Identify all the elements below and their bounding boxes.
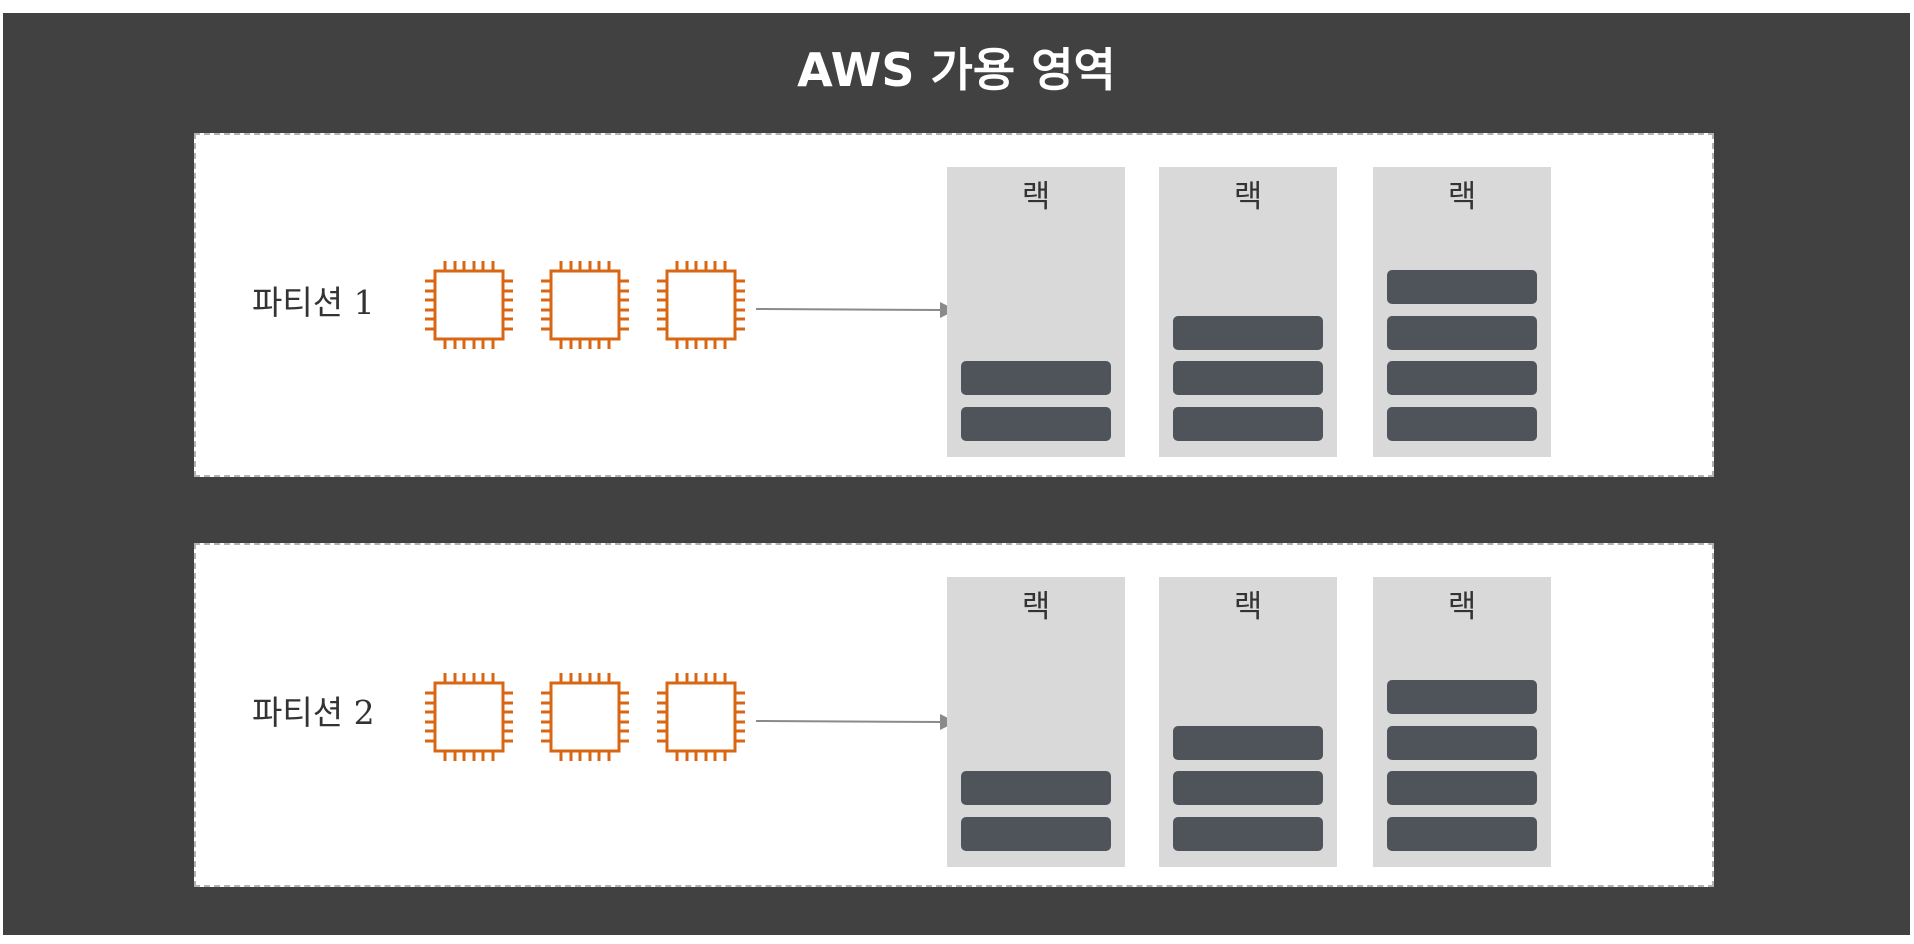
chip-icon [421, 257, 517, 353]
partition-2: 파티션 2 랙 랙 랙 [194, 543, 1714, 887]
partition-1: 파티션 1 랙 랙 랙 [194, 133, 1714, 477]
chip-icon [653, 669, 749, 765]
server-unit [1173, 361, 1323, 395]
rack: 랙 [1373, 577, 1551, 867]
chip-icon [653, 257, 749, 353]
arrow-connector [756, 299, 956, 319]
server-unit [1173, 726, 1323, 760]
zone-title: AWS 가용 영역 [797, 43, 1116, 97]
rack-label: 랙 [1233, 589, 1263, 625]
availability-zone: AWS 가용 영역 파티션 1 랙 랙 [3, 13, 1910, 935]
rack: 랙 [947, 167, 1125, 457]
server-unit [1387, 407, 1537, 441]
server-unit [1387, 270, 1537, 304]
server-unit [1387, 680, 1537, 714]
rack: 랙 [1373, 167, 1551, 457]
partition-label: 파티션 2 [252, 693, 375, 732]
server-unit [1173, 817, 1323, 851]
server-unit [1387, 817, 1537, 851]
server-unit [961, 817, 1111, 851]
server-unit [961, 771, 1111, 805]
rack-label: 랙 [1233, 179, 1263, 215]
rack-label: 랙 [1447, 179, 1477, 215]
server-unit [1387, 726, 1537, 760]
arrow-connector [756, 711, 956, 731]
server-unit [1387, 771, 1537, 805]
chip-icon [537, 669, 633, 765]
rack-label: 랙 [1021, 179, 1051, 215]
server-unit [1387, 316, 1537, 350]
server-unit [1387, 361, 1537, 395]
rack: 랙 [947, 577, 1125, 867]
rack: 랙 [1159, 167, 1337, 457]
server-unit [961, 407, 1111, 441]
partition-label: 파티션 1 [252, 283, 375, 322]
server-unit [1173, 771, 1323, 805]
server-unit [1173, 407, 1323, 441]
rack-label: 랙 [1021, 589, 1051, 625]
chip-icon [421, 669, 517, 765]
rack: 랙 [1159, 577, 1337, 867]
chip-icon [537, 257, 633, 353]
server-unit [961, 361, 1111, 395]
server-unit [1173, 316, 1323, 350]
rack-label: 랙 [1447, 589, 1477, 625]
